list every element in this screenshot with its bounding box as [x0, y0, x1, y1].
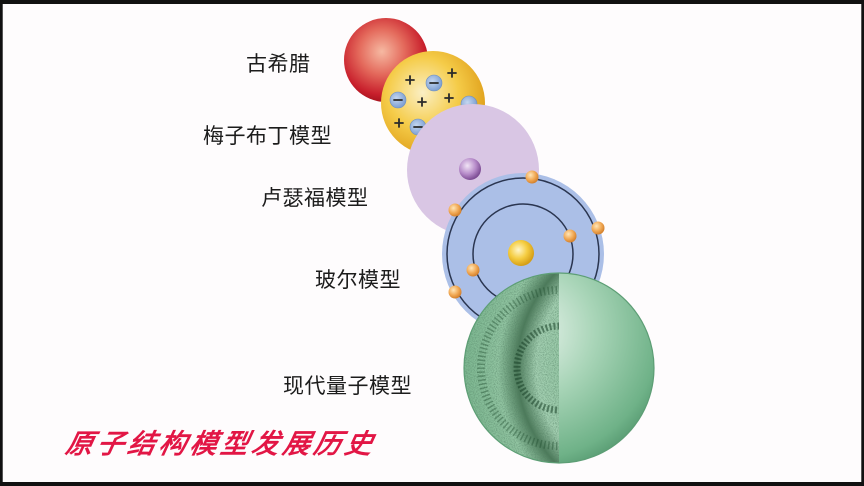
plus-signs [394, 68, 457, 128]
slide-canvas: 古希腊 梅子布丁模型 卢瑟福模型 玻尔模型 现代量子模型 原子结构模型发展历史 [2, 4, 862, 482]
minus-signs [393, 82, 439, 128]
slide-title: 原子结构模型发展历史 [63, 429, 380, 460]
nucleus-icon [459, 158, 481, 180]
label-plum-pudding: 梅子布丁模型 [203, 124, 332, 148]
electron-cloud-cutaway [463, 272, 559, 464]
electron-icon [448, 170, 605, 299]
atomic-models-diagram [344, 18, 655, 464]
quantum-sphere [463, 272, 655, 464]
label-rutherford: 卢瑟福模型 [261, 186, 369, 210]
label-quantum: 现代量子模型 [283, 374, 412, 398]
quantum-shell-half [559, 272, 655, 464]
label-ancient-greek: 古希腊 [246, 52, 311, 76]
nucleus-icon [508, 240, 534, 266]
label-bohr: 玻尔模型 [315, 268, 401, 292]
